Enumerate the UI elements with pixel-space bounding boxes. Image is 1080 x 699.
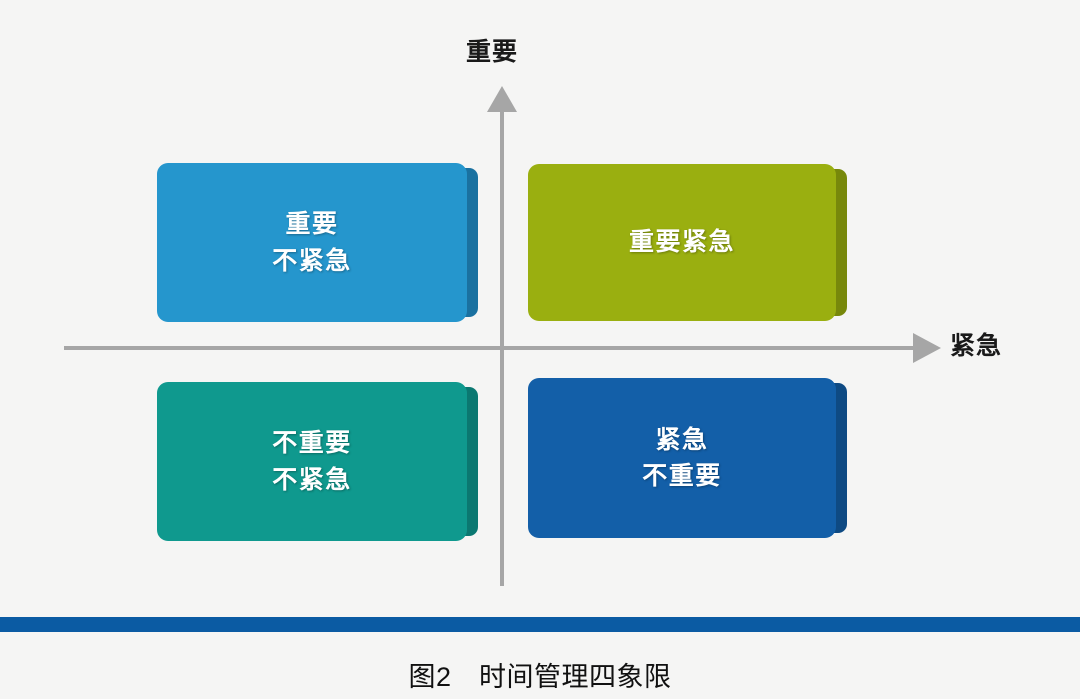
quadrant-important-urgent[interactable]: 重要紧急 xyxy=(528,164,847,321)
x-axis-arrow-icon xyxy=(913,333,941,363)
y-axis-arrow-icon xyxy=(487,86,517,112)
quadrant-label-line: 不紧急 xyxy=(272,246,352,275)
x-axis-line xyxy=(64,346,919,350)
quadrant-not-important-not-urgent[interactable]: 不重要 不紧急 xyxy=(157,382,478,541)
quadrant-label-line: 不紧急 xyxy=(272,465,352,494)
quadrant-important-not-urgent[interactable]: 重要 不紧急 xyxy=(157,163,478,322)
y-axis-label: 重要 xyxy=(466,38,519,66)
footer-divider-rule xyxy=(0,617,1080,632)
figure-caption: 图2 时间管理四象限 xyxy=(408,662,672,692)
x-axis-label: 紧急 xyxy=(950,332,1003,360)
y-axis-line xyxy=(500,104,504,586)
quadrant-label-line: 重要 xyxy=(285,210,339,239)
quadrant-label-line: 重要紧急 xyxy=(628,228,735,257)
quadrant-label-line: 不重要 xyxy=(642,462,722,490)
quadrant-label-line: 不重要 xyxy=(272,429,352,458)
quadrant-label-line: 紧急 xyxy=(655,425,709,454)
quadrant-urgent-not-important[interactable]: 紧急 不重要 xyxy=(528,378,847,538)
